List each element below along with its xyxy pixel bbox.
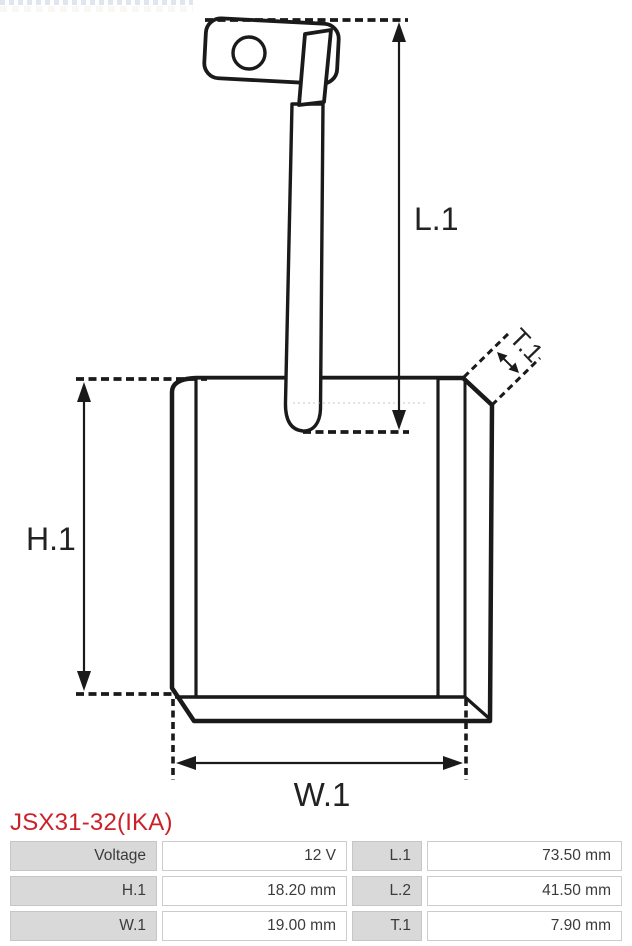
spec-table: Voltage 12 V L.1 73.50 mm H.1 18.20 mm L… xyxy=(10,841,622,941)
l1-arrowhead-down xyxy=(392,410,406,430)
part-number-link[interactable]: JSX31-32(IKA) xyxy=(10,809,173,836)
spec-label-l2: L.2 xyxy=(352,876,422,906)
spec-value-l1: 73.50 mm xyxy=(427,841,622,871)
t1-extension-line-lower xyxy=(490,356,542,407)
spec-label-l1: L.1 xyxy=(352,841,422,871)
l1-label: L.1 xyxy=(414,201,458,237)
wire-lead xyxy=(283,102,325,433)
spec-label-w1: W.1 xyxy=(10,911,157,941)
w1-arrowhead-left xyxy=(176,756,196,770)
spec-value-h1: 18.20 mm xyxy=(162,876,347,906)
h1-label: H.1 xyxy=(26,521,76,557)
spec-value-voltage: 12 V xyxy=(162,841,347,871)
dimension-h1: H.1 xyxy=(26,377,207,696)
brush-body xyxy=(169,375,495,724)
dimension-l1: L.1 xyxy=(205,18,458,434)
w1-arrowhead-right xyxy=(443,756,463,770)
screenshot-edge-artifact xyxy=(0,0,193,12)
brush-technical-drawing: L.1 H.1 W.1 T.1 xyxy=(26,16,550,808)
terminal-lug xyxy=(202,16,341,107)
t1-arrowhead-downright xyxy=(508,362,519,373)
spec-label-voltage: Voltage xyxy=(10,841,157,871)
spec-label-h1: H.1 xyxy=(10,876,157,906)
dimension-w1: W.1 xyxy=(171,699,468,808)
brush-body-top-right-bevel xyxy=(461,376,494,407)
carbon-brush-drawing-container: L.1 H.1 W.1 T.1 xyxy=(26,16,550,808)
h1-arrowhead-up xyxy=(77,382,91,402)
lug-crimp-tab xyxy=(297,28,333,107)
l1-arrowhead-up xyxy=(392,22,406,42)
spec-label-t1: T.1 xyxy=(352,911,422,941)
lug-hole xyxy=(231,35,267,71)
spec-value-l2: 41.50 mm xyxy=(427,876,622,906)
t1-arrowhead-upleft xyxy=(497,352,508,363)
spec-value-w1: 19.00 mm xyxy=(162,911,347,941)
brush-body-bottom-right-bevel xyxy=(463,695,493,722)
h1-arrowhead-down xyxy=(77,671,91,691)
w1-label: W.1 xyxy=(294,776,351,808)
t1-label: T.1 xyxy=(504,322,550,368)
spec-value-t1: 7.90 mm xyxy=(427,911,622,941)
